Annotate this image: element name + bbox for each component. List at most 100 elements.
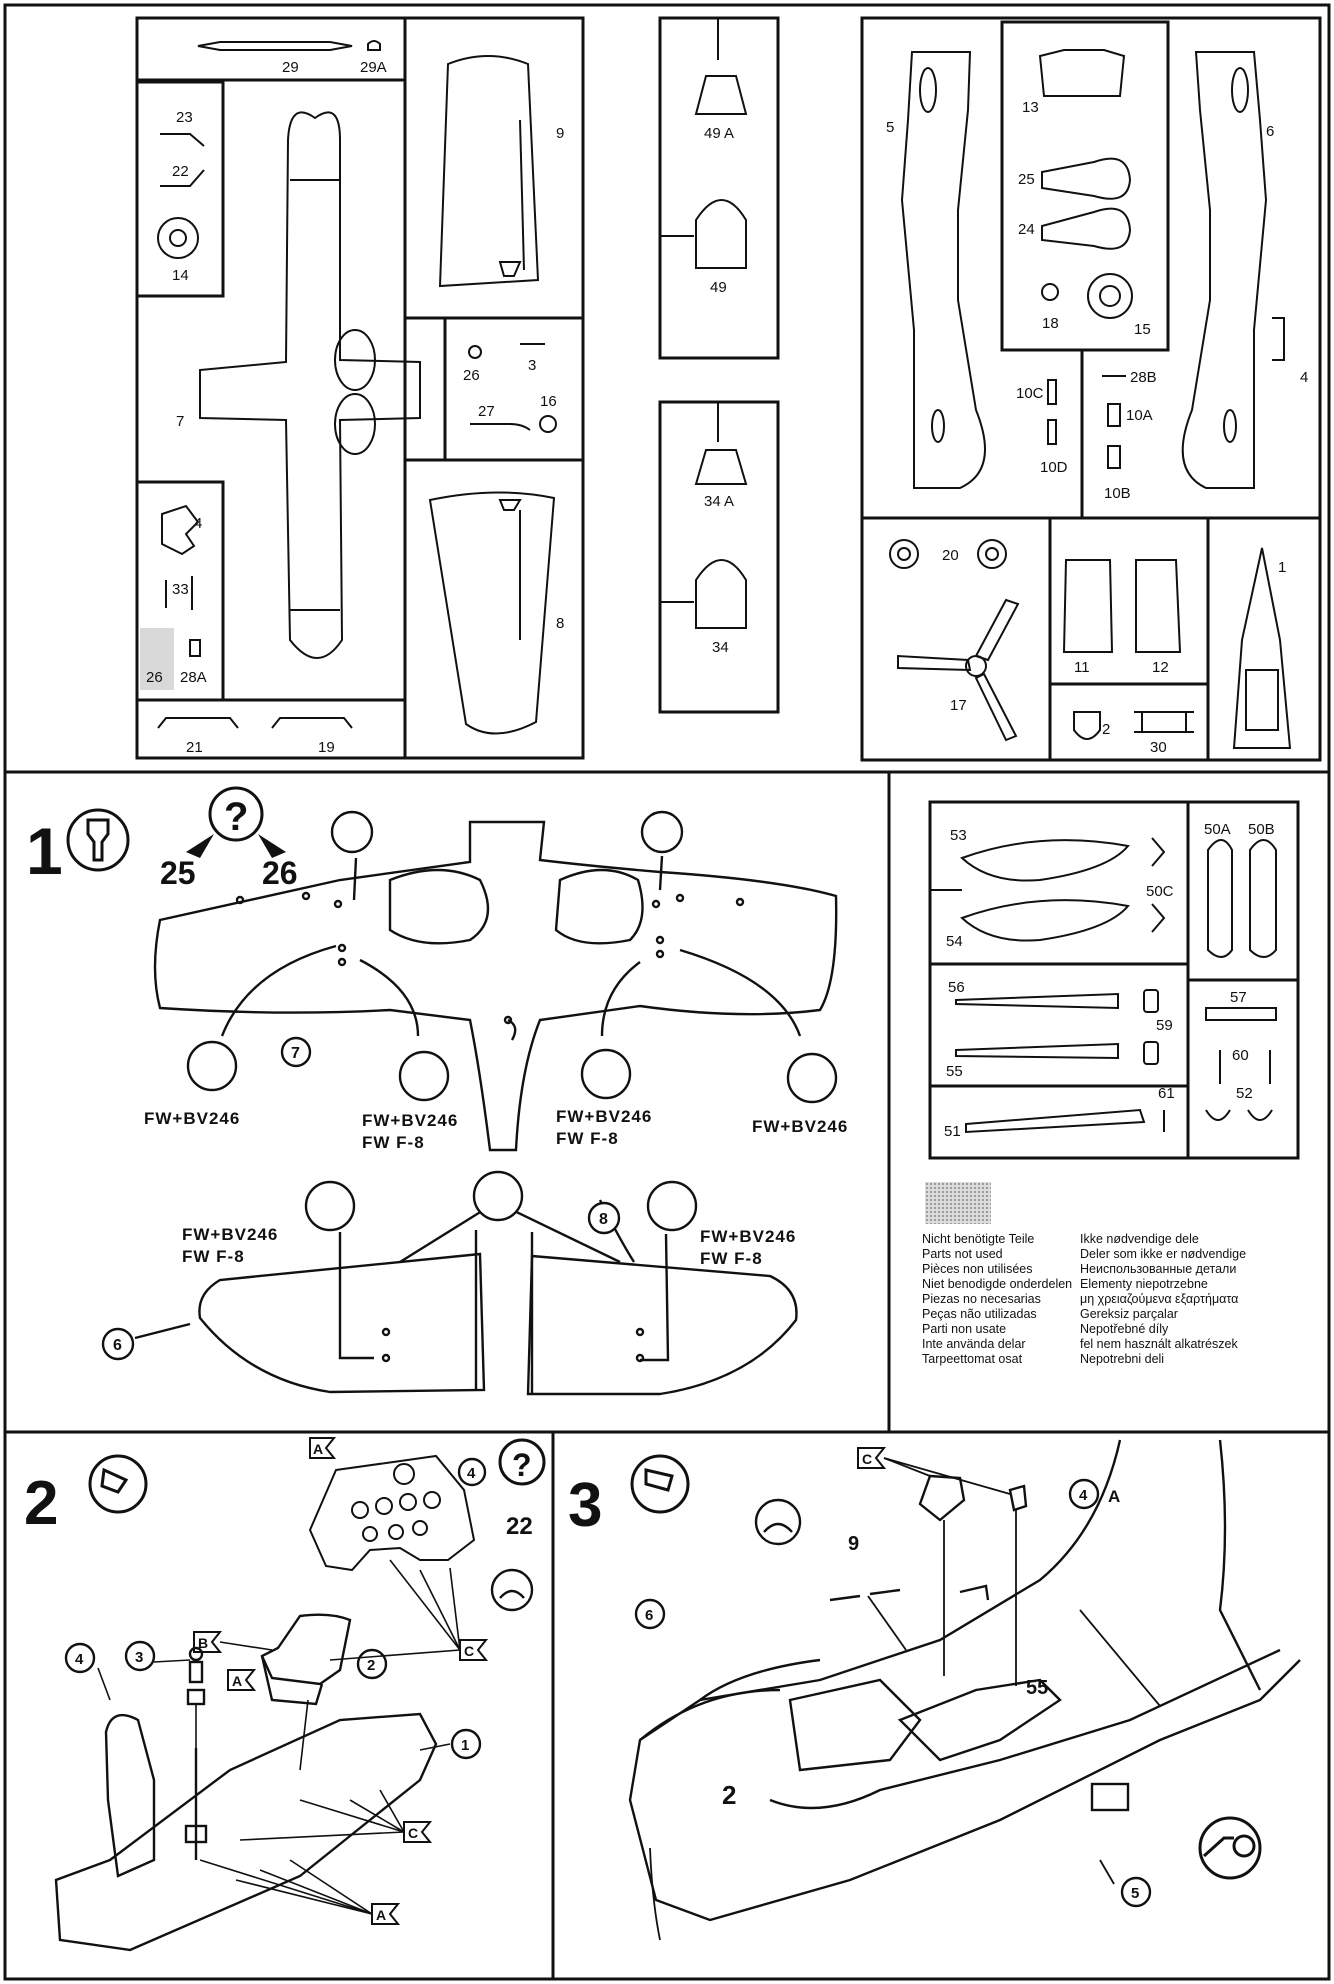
pilot-figure-icon	[490, 1568, 534, 1612]
part-label: 20	[942, 547, 959, 564]
version-label: FW+BV246	[556, 1107, 652, 1126]
glue-flag: C	[403, 1821, 433, 1843]
svg-text:4: 4	[467, 1465, 476, 1482]
legend-line: Piezas no necesarias	[922, 1292, 1041, 1306]
svg-text:8: 8	[599, 1211, 608, 1228]
part-label: 7	[176, 413, 184, 430]
svg-text:A: A	[232, 1673, 242, 1689]
legend-line: Inte använda delar	[922, 1337, 1026, 1351]
version-label: FW F-8	[700, 1249, 763, 1268]
svg-text:C: C	[862, 1451, 872, 1467]
svg-text:3: 3	[135, 1649, 143, 1666]
part-label: 61	[1158, 1085, 1175, 1102]
callout-3: 3	[124, 1640, 156, 1672]
part-label: 28B	[1130, 369, 1157, 386]
version-label: FW+BV246	[700, 1227, 796, 1246]
part-label: 33	[172, 581, 189, 598]
part-label: 25	[1018, 171, 1035, 188]
part-label: 54	[946, 933, 963, 950]
legend-line: Parts not used	[922, 1247, 1003, 1261]
legend-left: Nicht benötigte Teile Parts not used Piè…	[922, 1232, 1072, 1367]
part-label: 10C	[1016, 385, 1044, 402]
tape-icon	[1198, 1816, 1262, 1880]
svg-text:?: ?	[224, 795, 248, 839]
part-label: 34 A	[704, 493, 734, 510]
svg-text:C: C	[464, 1643, 474, 1659]
part-label: 26	[146, 669, 163, 686]
version-label: FW+BV246	[752, 1117, 848, 1136]
svg-text:6: 6	[113, 1337, 122, 1354]
callout-8: 8	[587, 1201, 621, 1235]
part-label: 29A	[360, 59, 387, 76]
cement-tube-icon	[630, 1454, 690, 1514]
legend-line: μη χρειαζούμενα εξαρτήματα	[1080, 1292, 1239, 1306]
part-label: 59	[1156, 1017, 1173, 1034]
unused-parts-swatch	[925, 1182, 991, 1224]
part-label: 60	[1232, 1047, 1249, 1064]
parts-tree-shapes	[157, 18, 1292, 1134]
part-label: 10A	[1126, 407, 1153, 424]
callout-1: 1	[450, 1728, 482, 1760]
step-number: 3	[568, 1471, 602, 1540]
svg-text:7: 7	[291, 1045, 300, 1062]
callout-2: 2	[722, 1780, 736, 1810]
svg-text:1: 1	[461, 1737, 469, 1754]
step-2: 2 A 4 ? 22	[24, 1437, 546, 1952]
pilot-figure-icon	[754, 1498, 802, 1546]
part-label: 26	[463, 367, 480, 384]
callout-4: 4	[457, 1457, 487, 1487]
callout-6: 6	[634, 1598, 666, 1630]
legend-line: Nicht benötigte Teile	[922, 1232, 1035, 1246]
glue-flag: C	[459, 1639, 489, 1661]
legend-line: Gereksiz parçalar	[1080, 1307, 1178, 1321]
lower-wing-drawing	[153, 820, 838, 1152]
glue-flag: A	[371, 1903, 401, 1925]
callout-55: 55	[1026, 1677, 1048, 1699]
fuselage-assembly-drawing	[628, 1439, 1301, 1922]
version-label: FW F-8	[556, 1129, 619, 1148]
part-label: 10D	[1040, 459, 1068, 476]
part-label: 11	[1074, 659, 1090, 676]
callout-2: 2	[356, 1648, 388, 1680]
legend-line: Неиспользованные детали	[1080, 1262, 1237, 1276]
part-label: 28A	[180, 669, 207, 686]
version-labels: FW+BV246 FW+BV246 FW F-8 FW+BV246 FW F-8…	[144, 1107, 848, 1268]
part-label: 51	[944, 1123, 961, 1140]
question-icon: ?	[498, 1438, 546, 1486]
callout-4: 4	[1068, 1478, 1100, 1510]
part-label: 52	[1236, 1085, 1253, 1102]
question-ref: 25	[160, 855, 196, 891]
unused-parts-shading	[140, 628, 174, 690]
part-label: 50A	[1204, 821, 1231, 838]
callout-5: 5	[1120, 1876, 1152, 1908]
glue-flag: A	[309, 1437, 337, 1459]
part-label: 27	[478, 403, 495, 420]
legend-line: Tarpeettomat osat	[922, 1352, 1023, 1366]
glue-tube-icon	[186, 810, 838, 1104]
glue-tube-icon	[304, 1170, 698, 1232]
parts-tree	[135, 16, 1322, 1160]
control-stick-drawing	[186, 1646, 206, 1706]
step-number: 1	[26, 814, 63, 888]
part-label: 29	[282, 59, 299, 76]
leader-lines	[97, 1659, 451, 1915]
part-label: 53	[950, 827, 967, 844]
version-label: FW+BV246	[182, 1225, 278, 1244]
part-label: 5	[886, 119, 894, 136]
part-label: 1	[1278, 559, 1286, 576]
seat-drawing	[260, 1613, 352, 1706]
part-label: 23	[176, 109, 193, 126]
part-label: 19	[318, 739, 335, 756]
part-label: 17	[950, 697, 967, 714]
svg-text:6: 6	[645, 1607, 653, 1624]
callout-a: A	[1108, 1487, 1120, 1506]
step-number: 2	[24, 1469, 58, 1538]
version-label: FW F-8	[362, 1133, 425, 1152]
part-label: 56	[948, 979, 965, 996]
part-label: 22	[172, 163, 189, 180]
part-label: 6	[1266, 123, 1274, 140]
legend-right: Ikke nødvendige dele Deler som ikke er n…	[1080, 1232, 1246, 1367]
question-ref: 26	[262, 855, 298, 891]
paint-brush-icon	[88, 1454, 148, 1514]
